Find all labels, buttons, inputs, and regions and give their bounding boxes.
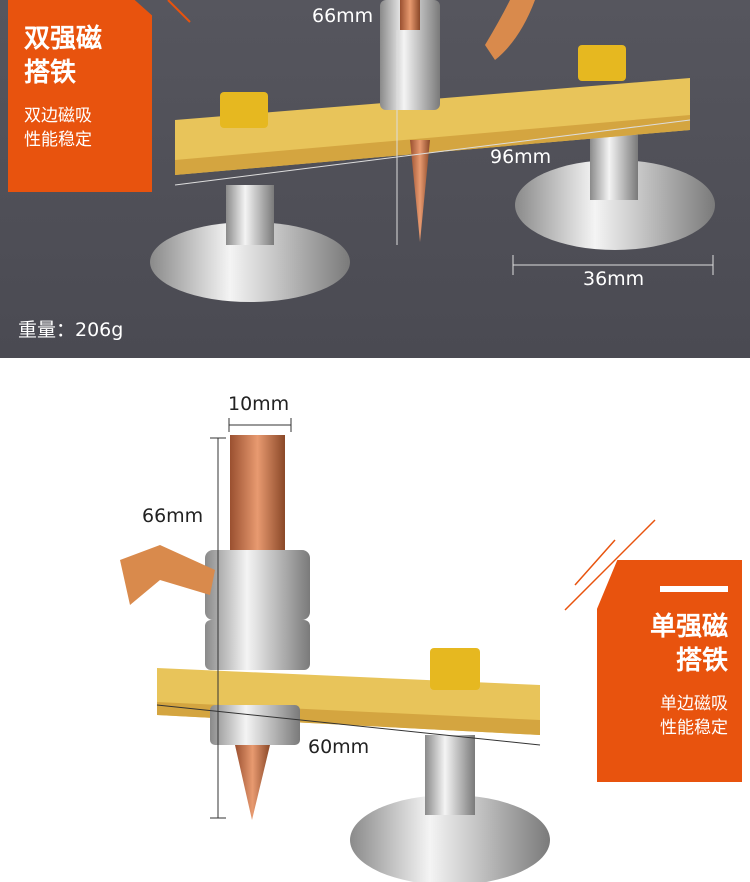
dim-thread-label: 10mm bbox=[228, 393, 290, 415]
dim-height-label-single: 66mm bbox=[142, 505, 204, 527]
dim-height-label: 66mm bbox=[312, 5, 374, 27]
single-magnet-label-card: 单强磁 搭铁 单边磁吸 性能稳定 bbox=[597, 560, 742, 782]
card-subtitle-line1: 单边磁吸 bbox=[660, 694, 728, 714]
dim-width-label: 96mm bbox=[490, 146, 552, 168]
single-magnet-clamp bbox=[120, 418, 656, 882]
card-title-line2: 搭铁 bbox=[24, 58, 77, 88]
dim-width-label-single: 60mm bbox=[308, 736, 370, 758]
double-magnet-label-card: 双强磁 搭铁 双边磁吸 性能稳定 bbox=[8, 0, 152, 192]
card-accent-bar bbox=[660, 586, 728, 592]
dim-base-label: 36mm bbox=[583, 268, 645, 290]
card-subtitle-line1: 双边磁吸 bbox=[24, 106, 92, 126]
card-title-line2: 搭铁 bbox=[675, 646, 728, 676]
double-magnet-clamp bbox=[150, 0, 715, 302]
weight-label: 重量：206g bbox=[18, 319, 124, 341]
card-title-line1: 双强磁 bbox=[24, 24, 103, 54]
card-title-line1: 单强磁 bbox=[649, 612, 728, 642]
card-subtitle-line2: 性能稳定 bbox=[24, 130, 92, 150]
card-subtitle-line2: 性能稳定 bbox=[660, 718, 728, 738]
